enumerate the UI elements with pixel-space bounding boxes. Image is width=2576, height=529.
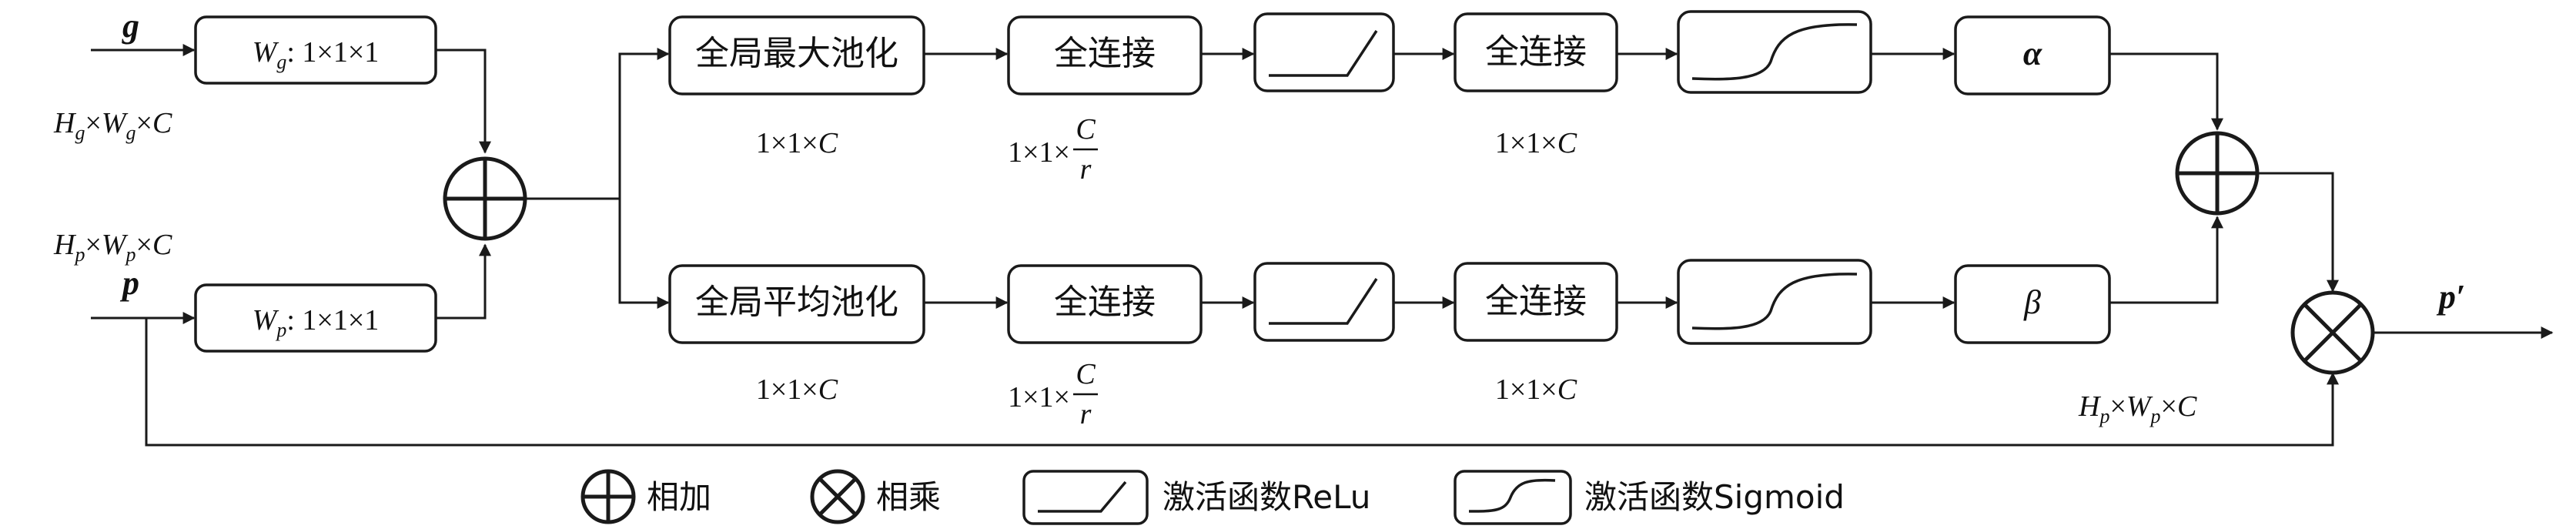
bottom-fc2-label: 全连接 — [1485, 282, 1587, 321]
beta-box — [1954, 264, 2111, 344]
input-g-label: g — [122, 7, 139, 45]
residual-p-path — [145, 318, 2339, 447]
top-fc2-label: 全连接 — [1485, 32, 1587, 72]
top-fc1-dim: 1×1× C r — [1008, 113, 1098, 186]
beta-to-add — [2109, 216, 2223, 304]
mul-node — [2290, 290, 2375, 375]
input-p-label: p — [119, 264, 139, 302]
bottom-fc2-dim: 1×1×C — [1495, 373, 1577, 406]
legend-relu-label: 激活函数ReLu — [1163, 478, 1370, 516]
top-fc1-box — [1007, 15, 1203, 95]
legend-relu-icon — [1022, 470, 1149, 525]
alpha-box — [1954, 15, 2111, 95]
max-pool-dim: 1×1×C — [756, 127, 838, 159]
avg-pool-dim: 1×1×C — [756, 373, 838, 406]
bottom-relu-curve — [1269, 278, 1378, 325]
svg-text:1×1×: 1×1× — [1008, 381, 1070, 413]
legend-add-label: 相加 — [647, 478, 711, 516]
bottom-fc1-dim: 1×1× C r — [1008, 358, 1098, 430]
svg-text:r: r — [1080, 153, 1092, 186]
output-dims: Hp×Wp×C — [2078, 390, 2197, 427]
top-fc2-dim: 1×1×C — [1495, 127, 1577, 159]
add-node-2 — [2175, 131, 2260, 216]
conv-g-label: Wg: 1×1×1 — [253, 36, 380, 73]
legend-mul-icon — [810, 469, 865, 524]
legend-sigmoid-icon — [1454, 470, 1572, 525]
output-label: p′ — [2436, 278, 2465, 316]
add-node-1 — [443, 156, 527, 241]
input-p-dims: Hp×Wp×C — [53, 229, 172, 266]
beta-label: β — [2023, 283, 2041, 321]
svg-text:C: C — [1076, 358, 1096, 390]
svg-text:C: C — [1076, 113, 1096, 146]
conv-g-to-add — [436, 49, 491, 154]
alpha-to-add — [2109, 52, 2223, 131]
legend-add-icon — [580, 469, 636, 524]
bottom-fc1-box — [1007, 264, 1203, 344]
legend-sigmoid-label: 激活函数Sigmoid — [1584, 478, 1845, 516]
svg-text:r: r — [1080, 398, 1092, 430]
max-pool-label: 全局最大池化 — [695, 34, 898, 73]
input-g-dims: Hg×Wg×C — [53, 107, 172, 144]
top-relu-curve — [1269, 30, 1378, 77]
bottom-fc1-label: 全连接 — [1054, 283, 1156, 322]
alpha-label: α — [2023, 35, 2042, 72]
conv-p-label: Wp: 1×1×1 — [253, 304, 380, 341]
legend-mul-label: 相乘 — [876, 478, 941, 516]
top-sigmoid-curve — [1691, 23, 1858, 81]
split-to-max-pool — [618, 48, 670, 199]
avg-pool-box — [668, 264, 925, 344]
top-fc2-box — [1454, 12, 1618, 92]
top-fc1-label: 全连接 — [1054, 34, 1156, 73]
max-pool-box — [668, 15, 925, 95]
split-to-avg-pool — [618, 199, 670, 309]
svg-text:1×1×: 1×1× — [1008, 136, 1070, 169]
bottom-relu-box — [1253, 262, 1395, 342]
avg-pool-label: 全局平均池化 — [695, 283, 898, 322]
conv-p-to-add — [436, 243, 491, 320]
bottom-sigmoid-curve — [1691, 273, 1858, 330]
add-to-mul — [2257, 172, 2339, 293]
top-relu-box — [1253, 12, 1395, 92]
